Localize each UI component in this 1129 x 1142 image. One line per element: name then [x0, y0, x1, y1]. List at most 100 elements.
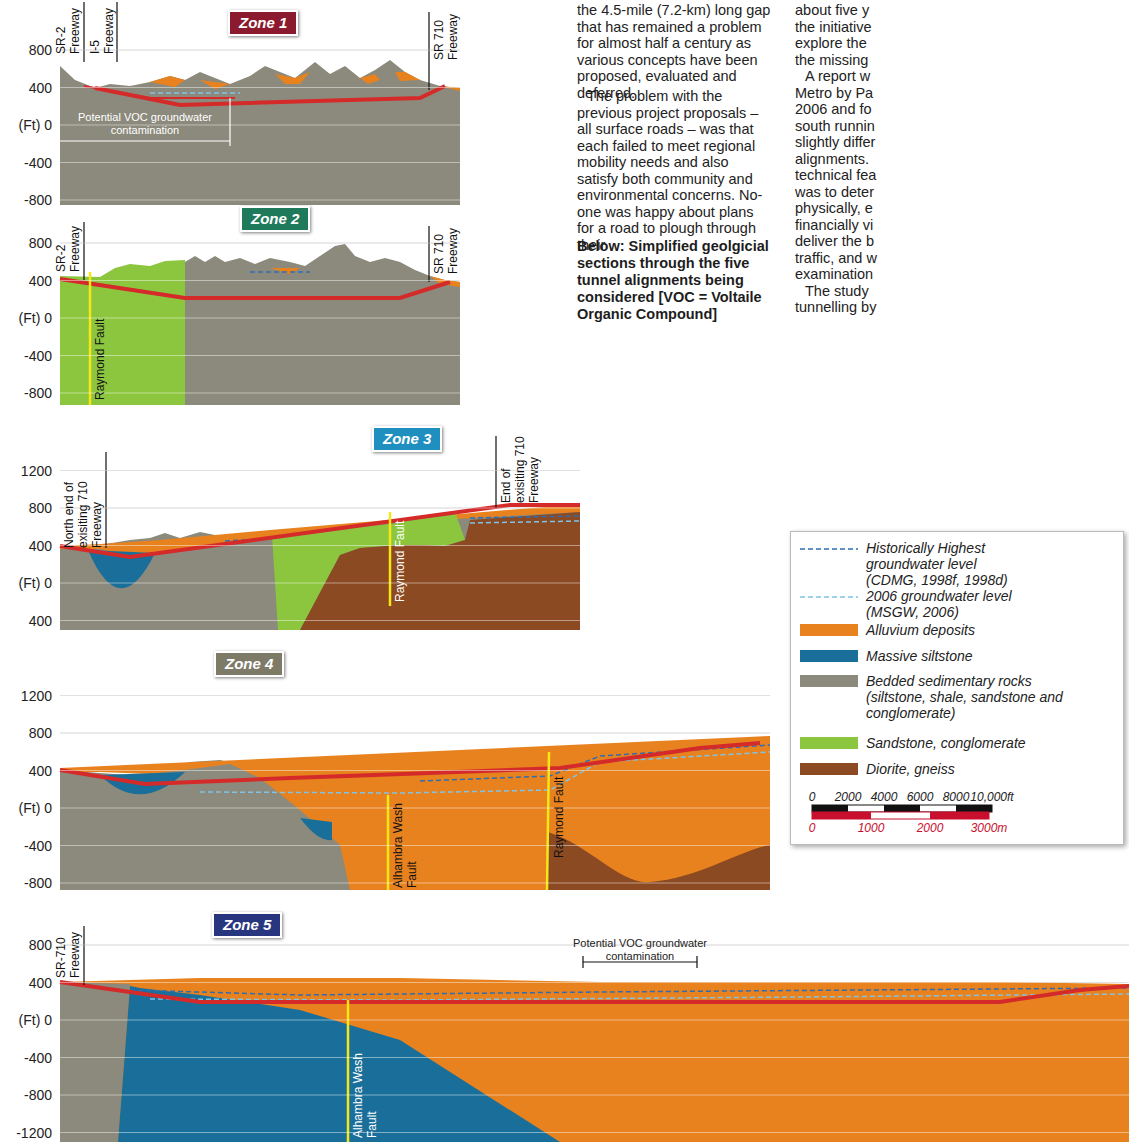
- geology-g: [60, 50, 1129, 1133]
- article-line: technical fea: [795, 167, 876, 184]
- geology-line: [60, 695, 770, 696]
- legend-swatch: [800, 650, 858, 662]
- article-line: about five y: [795, 2, 869, 19]
- axis-value: -800: [0, 191, 52, 209]
- article-line: slightly differ: [795, 134, 875, 151]
- axis-value: -400: [0, 154, 52, 172]
- axis-value: 400: [0, 974, 52, 992]
- geology-line: [60, 243, 460, 244]
- rotated-label: I-5 Freeway: [88, 4, 116, 54]
- geology-line: [60, 583, 580, 584]
- axis-value: 400: [0, 537, 52, 555]
- scale-value: 6000: [907, 790, 934, 804]
- scale-value: 0: [809, 821, 816, 835]
- geology-line: [60, 200, 460, 201]
- article-line: deliver the b: [795, 233, 874, 250]
- article-line: south runnin: [795, 118, 875, 135]
- geology-line: [60, 280, 460, 281]
- axis-value: 400: [0, 762, 52, 780]
- geology-path: [470, 521, 580, 523]
- geology-rect: [812, 812, 989, 819]
- geology-line: [60, 733, 770, 734]
- geology-rect: [884, 805, 920, 812]
- legend-text: Sandstone, conglomerate: [866, 735, 1096, 751]
- geology-line: [60, 87, 460, 88]
- geology-line: [60, 1095, 1129, 1096]
- geology-path: [106, 436, 496, 548]
- scale-value: 2000: [917, 821, 944, 835]
- legend-swatch: [800, 763, 858, 775]
- article-line: examination: [795, 266, 873, 283]
- zone-tag: Zone 2: [240, 206, 310, 232]
- rotated-label: Alhambra Wash Fault: [391, 793, 419, 888]
- legend-text: Alluvium deposits: [866, 622, 1096, 638]
- axis-value: 800: [0, 936, 52, 954]
- geology-line: [60, 545, 580, 546]
- geology-line: [60, 1132, 1129, 1133]
- geology-path: [60, 982, 130, 1142]
- zone-tag: Zone 4: [214, 651, 284, 677]
- geology-path: [95, 86, 445, 105]
- geology-line: [60, 243, 460, 244]
- geology-line: [60, 318, 460, 319]
- article-line: The study: [805, 283, 869, 300]
- article-line: A report w: [805, 68, 870, 85]
- geology-g: [60, 50, 1129, 1133]
- geology-line: [800, 548, 858, 550]
- geology-line: [60, 50, 460, 51]
- axis-value: (Ft) 0: [0, 1011, 52, 1029]
- geology-path: [388, 752, 549, 890]
- geology-path: [130, 988, 1129, 995]
- geology-line: [60, 770, 770, 771]
- rotated-label: SR 710 Freeway: [432, 224, 460, 274]
- geology-line: [60, 1057, 1129, 1058]
- geology-rect: [930, 812, 989, 819]
- legend-text: Massive siltstone: [866, 648, 1096, 664]
- zone-tag: Zone 1: [228, 10, 298, 36]
- geology-line: [60, 508, 580, 509]
- zone-title: Zone 3: [383, 430, 431, 447]
- scale-value: 1000: [858, 821, 885, 835]
- zone-title: Zone 1: [239, 14, 287, 31]
- geology-line: [60, 87, 460, 88]
- article-text: The problem with the previous project pr…: [577, 88, 772, 253]
- rotated-label: SR 710 Freeway: [432, 10, 460, 60]
- axis-value: 400: [0, 272, 52, 290]
- geology-path: [150, 72, 460, 91]
- legend-swatch: [800, 737, 858, 749]
- legend-text: Historically Highest groundwater level (…: [866, 540, 1026, 588]
- geology-path: [347, 1000, 350, 1142]
- geology-line: [60, 982, 1129, 983]
- fault-label: Alhambra Wash Fault: [351, 1043, 379, 1138]
- geology-line: [60, 508, 580, 509]
- geology-line: [60, 982, 1129, 983]
- geology-rect: [956, 805, 992, 812]
- geology-line: [60, 845, 770, 846]
- geology-line: [60, 583, 580, 584]
- legend-swatch: [800, 675, 858, 687]
- legend-text: Bedded sedimentary rocks (siltstone, sha…: [866, 673, 1066, 721]
- legend-text: Diorite, gneiss: [866, 761, 1096, 777]
- geology-line: [60, 1020, 1129, 1021]
- geology-line: [60, 620, 580, 621]
- rotated-label: SR-2 Freeway: [54, 222, 82, 272]
- geology-path: [389, 512, 392, 606]
- geology-line: [60, 280, 460, 281]
- article-line: the missing: [795, 52, 868, 69]
- geology-path: [150, 994, 1129, 1000]
- geology-line: [60, 1132, 1129, 1133]
- geology-line: [60, 695, 770, 696]
- contamination-note: Potential VOC groundwater contamination: [555, 937, 725, 963]
- figure-caption: Below: Simplified geolgicial sections th…: [577, 238, 769, 323]
- geology-path: [60, 743, 760, 784]
- scale-value: 2000: [835, 790, 862, 804]
- geology-path: [60, 98, 230, 146]
- rotated-label: North end of exisiting 710 Freeway: [62, 480, 104, 548]
- zone-title: Zone 5: [223, 916, 271, 933]
- geology-path: [60, 982, 1129, 1002]
- geology-line: [60, 393, 460, 394]
- geology-line: [60, 1057, 1129, 1058]
- axis-value: 800: [0, 234, 52, 252]
- geology-line: [60, 770, 770, 771]
- axis-value: (Ft) 0: [0, 309, 52, 327]
